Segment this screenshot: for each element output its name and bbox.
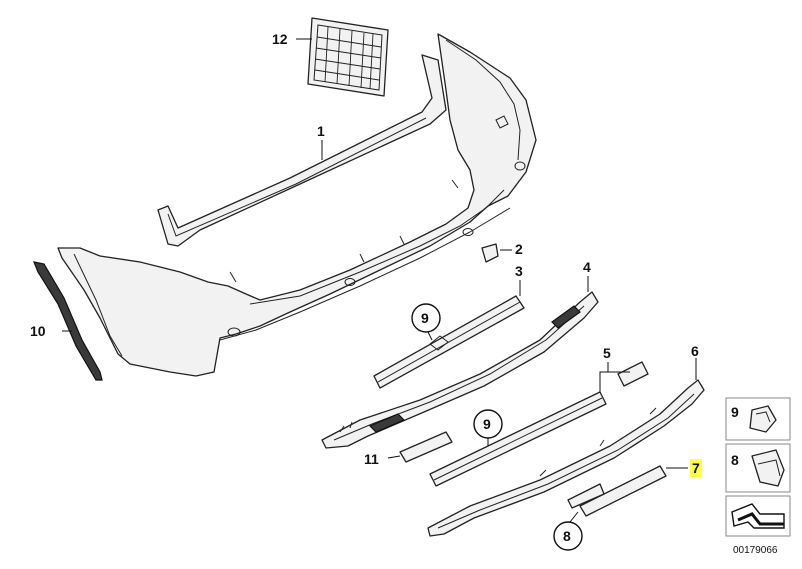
callout-7: 7 bbox=[692, 460, 700, 476]
callout-9b: 9 bbox=[483, 416, 491, 432]
legend-panel: 9 8 00179066 bbox=[725, 397, 791, 556]
callout-3: 3 bbox=[515, 263, 523, 279]
part-4-diffuser bbox=[321, 291, 599, 449]
part-6-diffuser bbox=[427, 379, 705, 537]
callout-5: 5 bbox=[603, 345, 611, 361]
legend-label-9: 9 bbox=[731, 404, 739, 420]
callout-10: 10 bbox=[30, 323, 46, 339]
clip-9-icon bbox=[749, 405, 777, 433]
callout-11: 11 bbox=[364, 451, 379, 467]
clip-8-icon bbox=[751, 449, 785, 487]
callout-4: 4 bbox=[583, 259, 591, 275]
part-11-reflector bbox=[399, 431, 453, 463]
part-bumper-cover bbox=[57, 33, 537, 377]
legend-label-8: 8 bbox=[731, 452, 739, 468]
callout-1: 1 bbox=[317, 123, 325, 139]
part-12-grille bbox=[307, 17, 389, 97]
callout-9a-circle bbox=[411, 303, 441, 333]
reference-number: 00179066 bbox=[733, 545, 778, 556]
callout-9b-circle bbox=[473, 409, 503, 439]
part-7-strip bbox=[567, 465, 667, 517]
arrow-icon bbox=[731, 503, 785, 529]
callout-2: 2 bbox=[515, 241, 523, 257]
callout-6: 6 bbox=[691, 343, 699, 359]
callout-12: 12 bbox=[272, 31, 288, 47]
callout-labels: 12 1 2 3 4 5 6 10 11 7 9 9 8 bbox=[30, 31, 702, 551]
part-5-reflectors bbox=[429, 361, 649, 487]
callout-9a: 9 bbox=[421, 310, 429, 326]
part-3-strip bbox=[373, 295, 525, 389]
part-10-side-strip bbox=[33, 261, 103, 381]
callout-8-circle bbox=[553, 521, 583, 551]
callout-8: 8 bbox=[563, 528, 571, 544]
part-1-upper-trim bbox=[157, 54, 447, 247]
callout-7-highlight bbox=[690, 459, 702, 477]
part-2-clip bbox=[481, 243, 499, 263]
